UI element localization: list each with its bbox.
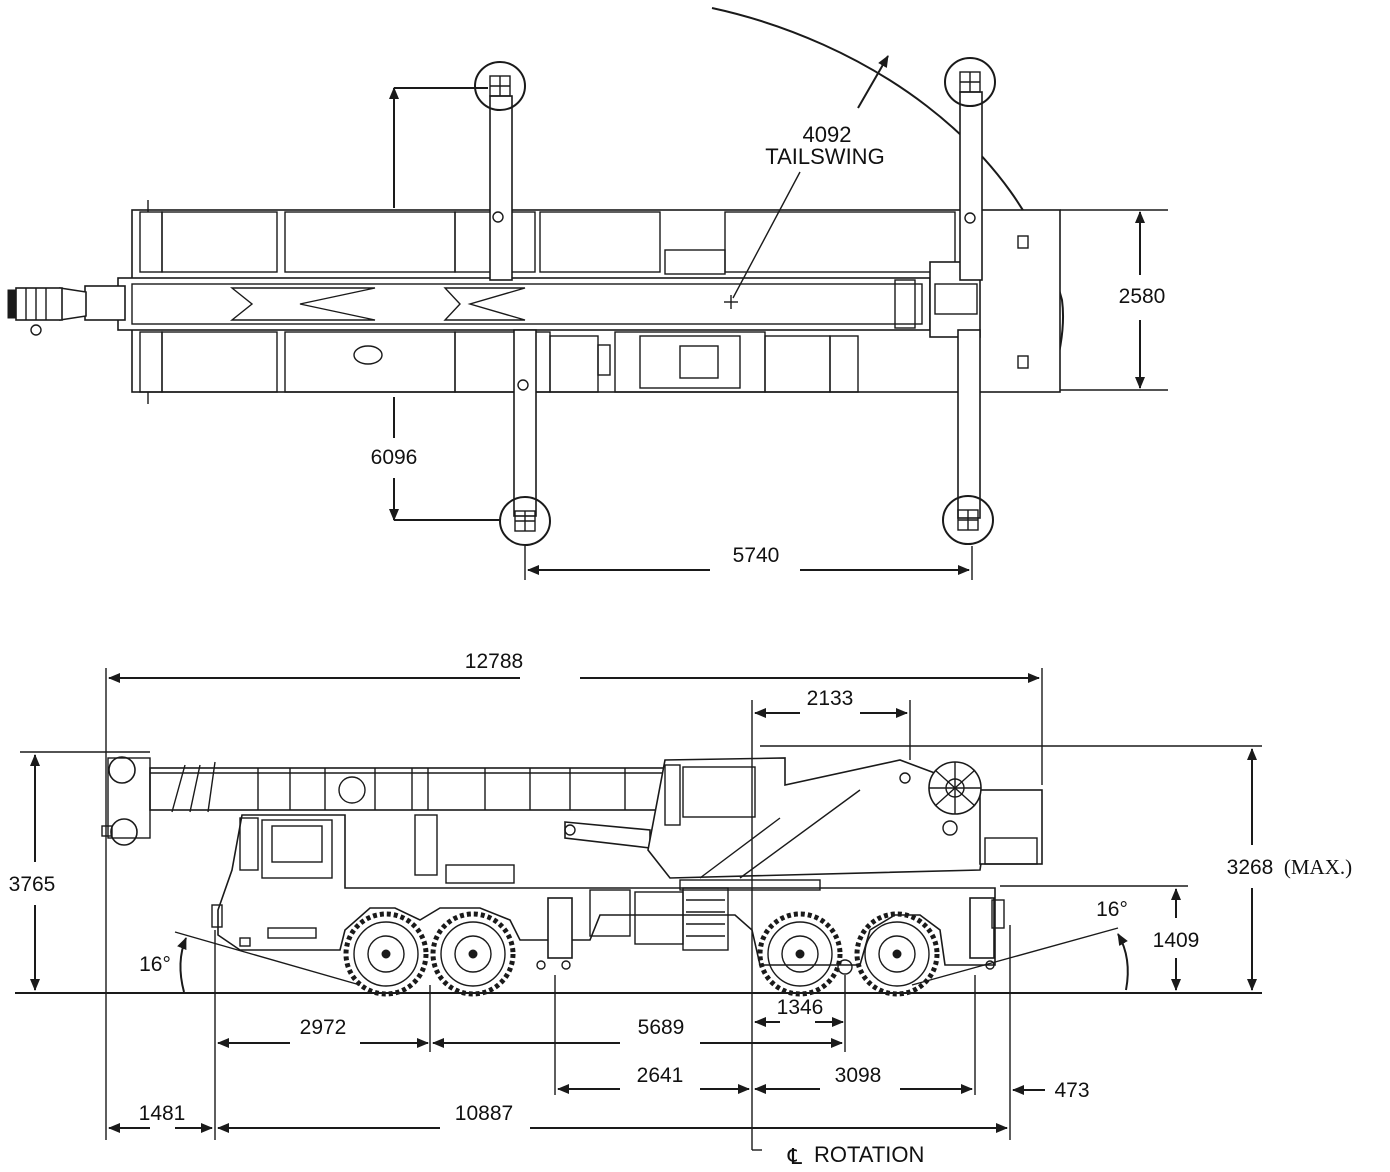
overall-length-label: 12788	[465, 650, 523, 673]
dim-overall-height: 3765	[9, 754, 56, 991]
counterweight-height-label: 3268	[1227, 856, 1274, 879]
superstructure-side	[647, 757, 1043, 891]
tailswing-label: TAILSWING	[765, 144, 884, 169]
counterweight-height-note: (MAX.)	[1284, 855, 1352, 879]
rotation-to-rear-outrigger-label: 3098	[835, 1064, 882, 1087]
outrigger-front-top	[474, 61, 526, 281]
carrier-side-outline	[211, 814, 1005, 975]
wheel-rear-1	[757, 911, 843, 997]
side-view: 12788 2133 3765 3268 (MAX.) 1409	[9, 650, 1352, 1169]
dim-outrigger-spread: 6096	[371, 87, 500, 521]
dim-cab-offset: 2133	[754, 687, 908, 718]
outrigger-width-label: 2580	[1119, 285, 1166, 308]
dim-wheelbase-span: 5689	[432, 1016, 843, 1048]
top-view: 6096 2580 5740 4092 TAILSWING	[7, 7, 1168, 580]
rotation-label: ROTATION	[814, 1142, 924, 1167]
axle-spacing-front-label: 2972	[300, 1016, 347, 1039]
dim-front-outrigger-to-rotation: 2641	[557, 1064, 750, 1094]
rotation-symbol: ℄	[787, 1144, 803, 1169]
dim-carrier-height: 1409	[1153, 888, 1200, 991]
front-outrigger-to-rotation-label: 2641	[637, 1064, 684, 1087]
dim-rotation-to-rear-outrigger: 3098	[754, 1064, 973, 1094]
departure-angle: 16°	[911, 898, 1129, 991]
tailswing-value: 4092	[803, 122, 852, 147]
dim-rear-axle-offset: 1346	[754, 996, 844, 1027]
dim-front-overhang: 1481	[108, 1102, 213, 1133]
front-overhang-label: 1481	[139, 1102, 186, 1125]
wheel-rear-2	[854, 911, 940, 997]
cab-offset-label: 2133	[807, 687, 854, 710]
approach-angle-label: 16°	[139, 953, 171, 976]
wheel-front-1	[343, 911, 429, 997]
rotation-centerline-label: ℄ ROTATION	[787, 1142, 924, 1169]
overall-height-label: 3765	[9, 873, 56, 896]
tailswing-callout: 4092 TAILSWING	[732, 55, 889, 299]
departure-angle-label: 16°	[1096, 898, 1128, 921]
wheelbase-span-label: 5689	[638, 1016, 685, 1039]
outrigger-rear-bottom	[942, 329, 994, 545]
boom-plan	[7, 261, 981, 338]
boom-side	[101, 756, 671, 849]
outrigger-spread-label: 6096	[371, 446, 418, 469]
dim-rear-overhang: 473	[1012, 1079, 1090, 1102]
carrier-height-label: 1409	[1153, 929, 1200, 952]
outrigger-rear-top	[944, 57, 996, 281]
rear-axle-offset-label: 1346	[777, 996, 824, 1019]
approach-angle: 16°	[139, 931, 361, 993]
dim-counterweight-height: 3268 (MAX.)	[1227, 748, 1352, 991]
dim-outrigger-base: 5740	[524, 544, 973, 580]
dim-overall-length: 12788	[108, 650, 1040, 683]
rear-overhang-label: 473	[1054, 1079, 1089, 1102]
carrier-length-label: 10887	[455, 1102, 513, 1125]
dim-axle-spacing-front: 2972	[217, 1016, 429, 1048]
witness-lines	[20, 668, 1262, 1151]
wheel-front-2	[430, 911, 516, 997]
dim-outrigger-width: 2580	[1060, 209, 1168, 391]
outrigger-base-label: 5740	[733, 544, 780, 567]
dim-carrier-length: 10887	[217, 1102, 1008, 1133]
